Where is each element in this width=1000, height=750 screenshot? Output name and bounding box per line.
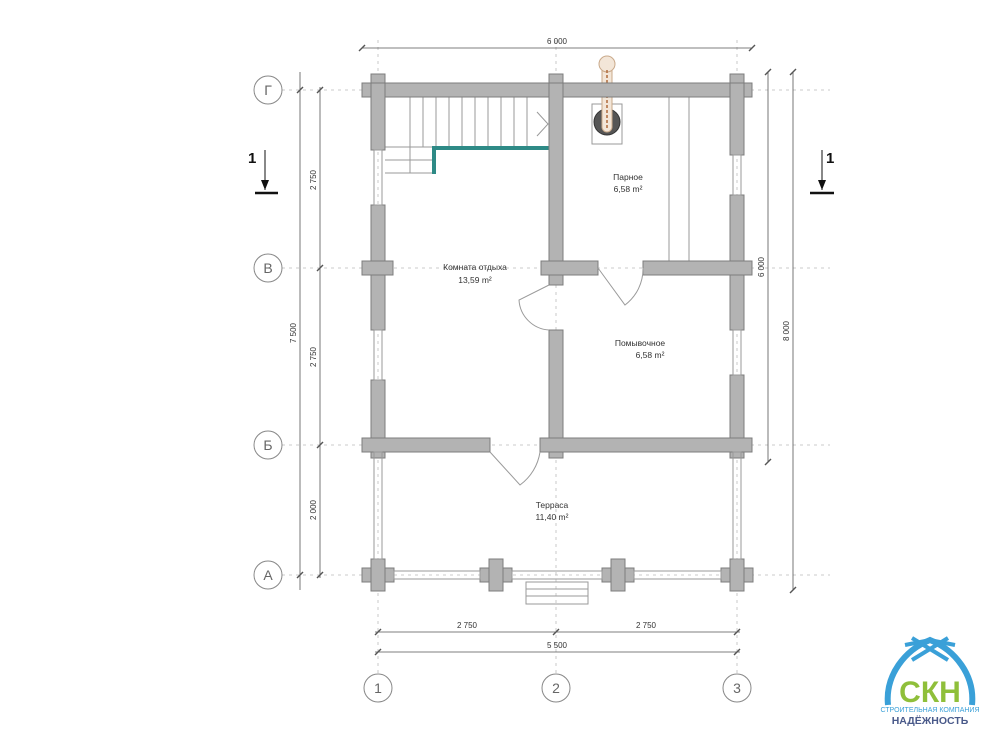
dimension-lines [296,44,797,656]
logo-line2: НАДЁЖНОСТЬ [892,714,969,727]
logo-line1: СТРОИТЕЛЬНАЯ КОМПАНИЯ [880,707,979,714]
room-name: Терраса [536,500,569,510]
room-area: 6,58 m² [636,350,665,360]
axis-label: А [263,567,273,583]
section-label: 1 [826,150,834,167]
dim-bottom-total: 5 500 [547,641,568,650]
room-area: 6,58 m² [614,184,643,194]
axis-label: Г [264,82,272,98]
axis-label: Б [263,437,272,453]
dim-bottom-right: 2 750 [636,621,657,630]
room-area: 11,40 m² [536,512,569,522]
stove-icon [591,55,623,145]
column-axis-markers: 1 2 3 [363,673,752,703]
dim-bottom-left: 2 750 [457,621,478,630]
dim-left-2: 2 750 [309,346,318,367]
axis-label: В [263,260,272,276]
company-logo: СКН СТРОИТЕЛЬНАЯ КОМПАНИЯ НАДЁЖНОСТЬ [880,636,980,727]
axis-label: 2 [552,680,560,696]
entrance-steps [525,581,589,605]
dim-left-3: 2 000 [309,499,318,520]
room-name: Помывочное [615,338,666,348]
section-mark-left: 1 [248,150,278,195]
row-axis-markers: Г В Б А [253,75,283,590]
stair-rail [432,146,549,174]
windows-and-railings [373,149,742,580]
doors [489,267,644,486]
dim-right-inner: 6 000 [757,256,766,277]
dim-left-total: 7 500 [289,322,298,343]
dim-left-1: 2 750 [309,169,318,190]
axis-label: 1 [374,680,382,696]
sauna-benches [668,97,690,261]
staircase [384,96,550,174]
room-name: Парное [613,172,643,182]
room-name: Комната отдыха [443,262,507,272]
dim-right-total: 8 000 [782,320,791,341]
room-area: 13,59 m² [458,275,492,285]
section-mark-right: 1 [810,150,834,195]
logo-letters: СКН [899,676,961,709]
section-label: 1 [248,150,256,167]
axis-label: 3 [733,680,741,696]
dim-top-total: 6 000 [547,37,568,46]
walls [361,73,754,592]
